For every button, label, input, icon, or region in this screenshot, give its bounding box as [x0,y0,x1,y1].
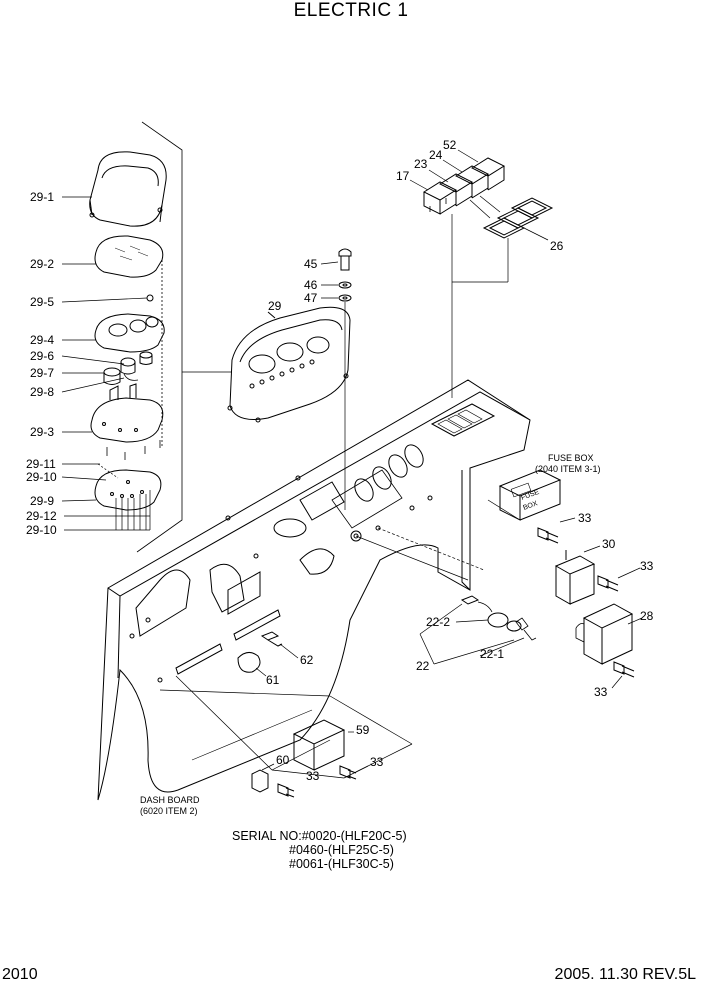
label-29-6: 29-6 [30,349,54,363]
label-59: 59 [356,723,370,737]
part-22-key-switch [419,595,537,665]
fuse-box-face-label-1: FUSE [520,489,540,502]
serial-line-2: #0460-(HLF25C-5) [289,843,394,857]
cluster-leader-lines [61,196,151,531]
part-29-1-cover [89,151,167,227]
label-29-2: 29-2 [30,257,54,271]
part-29-9-board [94,469,162,511]
part-29-3-case [90,383,164,443]
serial-number-block: SERIAL NO:#0020-(HLF20C-5) #0460-(HLF25C… [232,829,407,871]
label-29: 29 [268,299,282,313]
dash-board-note-1: DASH BOARD [140,795,200,805]
part-62-bolt [260,631,299,659]
part-30-relay [554,545,601,605]
part-29-5-bulb [146,294,154,302]
label-22-2: 22-2 [426,615,450,629]
label-29-9: 29-9 [30,494,54,508]
label-33-a: 33 [578,511,592,525]
label-33-c: 33 [594,685,608,699]
label-29-12: 29-12 [26,509,57,523]
part-29-4-plate [94,313,165,353]
label-24: 24 [429,148,443,162]
part-29-instrument-panel [227,306,351,423]
label-29-10-a: 29-10 [26,470,57,484]
label-29-10-b: 29-10 [26,523,57,537]
dash-board-note-2: (6020 ITEM 2) [140,806,198,816]
label-33-b: 33 [640,559,654,573]
label-22: 22 [416,659,430,673]
label-33-d: 33 [306,769,320,783]
label-33-e: 33 [370,755,384,769]
label-30: 30 [602,537,616,551]
part-33-bolt-b [597,567,641,592]
fuse-box-face-label-2: BOX [522,500,539,512]
label-29-8: 29-8 [30,385,54,399]
serial-line-3: #0061-(HLF30C-5) [289,857,394,871]
dash-board [97,379,531,801]
label-26: 26 [550,239,564,253]
switch-guide-lines [451,214,509,398]
page-title: ELECTRIC 1 [293,0,409,21]
label-60: 60 [276,753,290,767]
label-29-11: 29-11 [26,457,56,471]
part-33-bolt-e [339,765,369,780]
label-29-1: 29-1 [30,190,54,204]
date-revision: 2005. 11.30 REV.5L [554,966,696,983]
label-29-3: 29-3 [30,425,54,439]
label-62: 62 [300,653,314,667]
part-61-clamp [237,652,267,677]
part-46-washer [321,281,352,289]
part-45-bolt [320,248,352,271]
part-switches [409,149,506,215]
cluster-guide-lines [136,121,232,553]
part-47-washer [321,294,352,302]
label-23: 23 [414,157,428,171]
fuse-box-note-1: FUSE BOX [548,453,594,463]
label-22-1: 22-1 [480,647,504,661]
part-29-7-lamps [103,351,153,385]
label-46: 46 [304,278,318,292]
part-33-bolt-c [611,661,635,689]
label-29-4: 29-4 [30,333,54,347]
callout-labels: 29-1 29-2 29-5 29-4 29-6 29-7 29-8 29-3 … [26,138,654,783]
label-17: 17 [396,169,410,183]
part-fuse-box: FUSE BOX [498,469,562,521]
label-28: 28 [640,609,654,623]
part-59-module [292,719,354,771]
label-29-7: 29-7 [30,366,54,380]
serial-line-1: SERIAL NO:#0020-(HLF20C-5) [232,829,407,843]
label-52: 52 [443,138,457,152]
cluster-screws [106,260,163,460]
part-29-2-glass [94,235,164,278]
part-28-unit [575,603,643,665]
label-61: 61 [266,673,280,687]
page-number: 2010 [2,966,38,983]
part-33-bolt-a [537,517,576,544]
label-47: 47 [304,291,318,305]
label-29-5: 29-5 [30,295,54,309]
label-45: 45 [304,257,318,271]
fuse-box-note-2: (2040 ITEM 3-1) [535,464,601,474]
part-33-bolt-d [277,783,295,798]
part-60-relay [251,763,275,793]
dash-board-guide-lines [159,499,521,779]
notes: FUSE BOX (2040 ITEM 3-1) DASH BOARD (602… [140,453,601,816]
part-26-bezels [469,195,554,241]
